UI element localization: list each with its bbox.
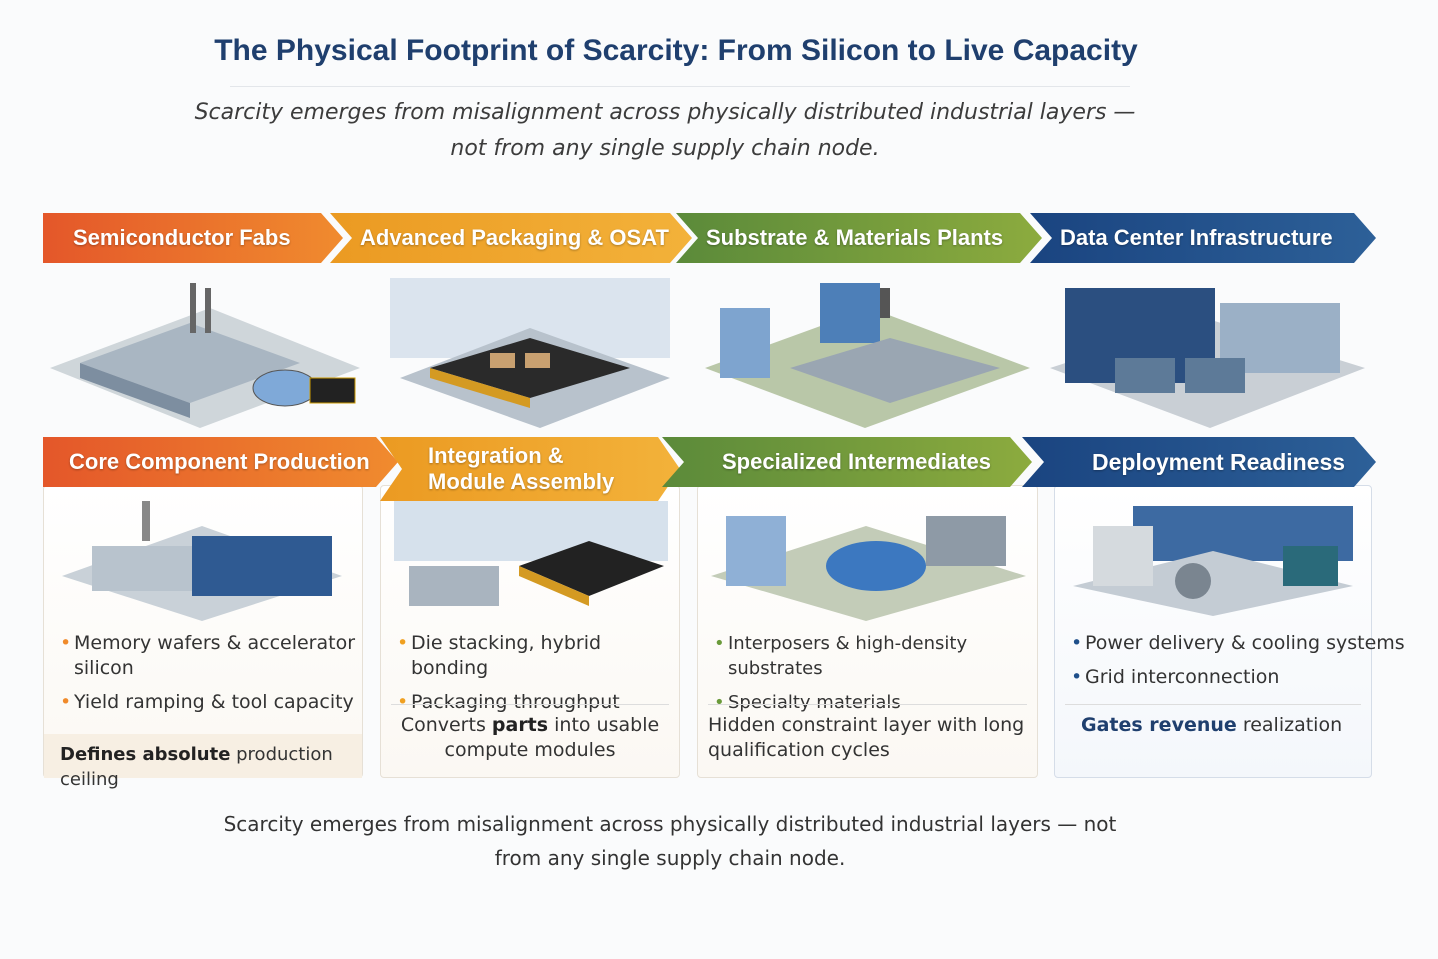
stage-header-deployment: Deployment Readiness (1022, 437, 1376, 487)
layer-label: Data Center Infrastructure (1060, 225, 1333, 250)
stage-card-core-component: Memory wafers & accelerator siliconYield… (43, 485, 363, 790)
title-divider (230, 86, 1130, 87)
footer-line-2: from any single supply chain node. (494, 846, 846, 870)
stage-header-core-component: Core Component Production (43, 437, 398, 487)
integration-illustration (394, 501, 668, 606)
bullet-item: Die stacking, hybrid bonding (397, 631, 673, 681)
layer-semiconductor-fabs: Semiconductor Fabs (43, 213, 343, 263)
subtitle-line-2: not from any single supply chain node. (450, 136, 880, 161)
bullet-list: Interposers & high-density substratesSpe… (714, 631, 1031, 724)
layer-advanced-packaging: Advanced Packaging & OSAT (330, 213, 692, 263)
stage-note: Hidden constraint layer with long qualif… (708, 704, 1027, 763)
bullet-item: Yield ramping & tool capacity (60, 690, 356, 715)
stage-note: Gates revenue realization (1065, 704, 1361, 738)
layer-substrate-materials: Substrate & Materials Plants (676, 213, 1042, 263)
layer-data-center: Data Center Infrastructure (1030, 213, 1376, 263)
stage-header-specialized-intermediates: Specialized Intermediates (662, 437, 1032, 487)
stage-title: Specialized Intermediates (722, 449, 991, 474)
stage-card-integration: Die stacking, hybrid bondingPackaging th… (380, 485, 680, 778)
layer-label: Advanced Packaging & OSAT (360, 225, 669, 250)
page-title: The Physical Footprint of Scarcity: From… (214, 34, 1138, 67)
stage-title: Deployment Readiness (1092, 448, 1346, 475)
deployment-illustration (1073, 506, 1353, 616)
bullet-item: Memory wafers & accelerator silicon (60, 631, 356, 681)
footer-line-1: Scarcity emerges from misalignment acros… (223, 812, 1117, 836)
core-component-illustration (62, 501, 342, 621)
bullet-item: Power delivery & cooling systems (1071, 631, 1411, 656)
bullet-item: Packaging throughput (397, 690, 673, 715)
materials-plant-illustration (705, 283, 1030, 428)
stage-note: Converts parts into usable compute modul… (391, 704, 669, 763)
stage-header-integration: Integration & Module Assembly (380, 437, 680, 501)
bullet-item: Specialty materials (714, 690, 1031, 715)
stage-title: Integration & Module Assembly (428, 443, 615, 494)
data-center-illustration (1050, 288, 1365, 428)
bullet-item: Grid interconnection (1071, 665, 1411, 690)
stage-card-deployment: Power delivery & cooling systemsGrid int… (1054, 485, 1405, 778)
fab-illustration (50, 283, 360, 428)
stage-card-specialized-intermediates: Interposers & high-density substratesSpe… (697, 485, 1038, 778)
bullet-list: Die stacking, hybrid bondingPackaging th… (397, 631, 673, 724)
packaging-illustration (390, 278, 670, 428)
intermediates-illustration (711, 516, 1026, 621)
bullet-item: Interposers & high-density substrates (714, 631, 1031, 681)
layer-label: Substrate & Materials Plants (706, 225, 1004, 250)
bullet-list: Power delivery & cooling systemsGrid int… (1071, 631, 1411, 699)
subtitle-line-1: Scarcity emerges from misalignment acros… (194, 100, 1136, 125)
stage-note: Defines absolute production ceiling (44, 734, 362, 790)
stage-title: Core Component Production (69, 449, 370, 474)
layer-label: Semiconductor Fabs (73, 225, 291, 250)
bullet-list: Memory wafers & accelerator siliconYield… (60, 631, 356, 724)
